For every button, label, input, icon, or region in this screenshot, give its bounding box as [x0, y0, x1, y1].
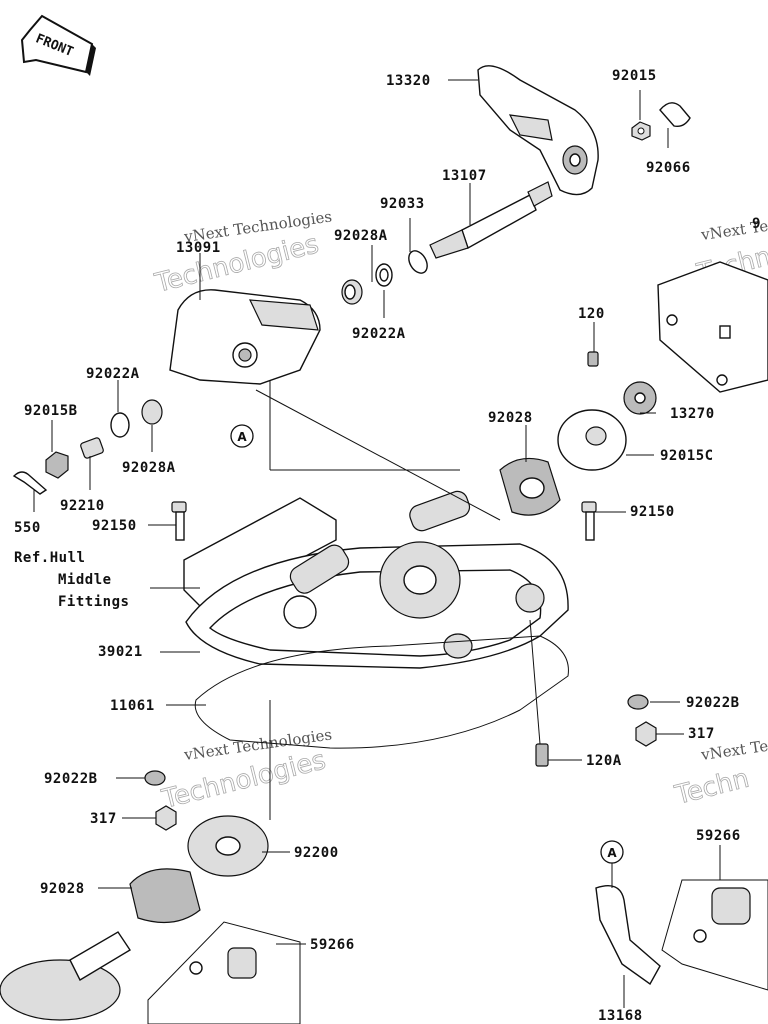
part-92028A-bushing	[341, 279, 363, 305]
part-317-nut-right	[635, 721, 657, 747]
part-13168-bracket	[595, 885, 661, 986]
part-label: 92022A	[352, 326, 406, 342]
part-label: 13168	[598, 1008, 643, 1024]
part-label: 59266	[696, 828, 741, 844]
part-label: 92015	[612, 68, 657, 84]
part-13091-housing	[169, 289, 321, 385]
part-bracket	[183, 497, 337, 611]
part-92200-washer	[187, 815, 269, 877]
part-92028A-bushing-left	[141, 399, 163, 425]
part-drive-shaft	[0, 931, 131, 1021]
svg-text:Ref.Hull: Ref.Hull	[14, 550, 85, 566]
part-92066-clip	[659, 102, 691, 128]
part-label: 92015B	[24, 403, 78, 419]
part-label: 92066	[646, 160, 691, 176]
part-label: 59266	[310, 937, 355, 953]
part-label: 39021	[98, 644, 143, 660]
part-92022B-washer-left	[144, 770, 166, 786]
svg-text:Techn: Techn	[671, 764, 752, 811]
part-label: 92028	[40, 881, 85, 897]
svg-text:A: A	[237, 430, 247, 444]
ref-hull-note: Ref.Hull Middle Fittings	[14, 550, 129, 610]
part-label: 13107	[442, 168, 487, 184]
part-labels: 13320 92015 92066 13107 92033 92028A 130…	[14, 68, 761, 1024]
part-92028-rubber	[499, 457, 561, 516]
part-92150-bolt-right	[581, 501, 597, 541]
part-label: 13320	[386, 73, 431, 89]
part-59266-bottom	[147, 921, 301, 1024]
part-label: 92028A	[334, 228, 388, 244]
front-arrow-icon: FRONT	[20, 14, 96, 76]
part-39021-housing	[185, 490, 569, 669]
svg-text:A: A	[607, 846, 617, 860]
part-label: 317	[90, 811, 117, 827]
part-label: 92022B	[44, 771, 98, 787]
part-label: 11061	[110, 698, 155, 714]
part-label: 92022B	[686, 695, 740, 711]
part-92022A-washer-left	[110, 412, 130, 438]
part-label: 13091	[176, 240, 221, 256]
part-label: 92022A	[86, 366, 140, 382]
callout-a-bottom: A	[600, 840, 624, 864]
part-92210-plug	[80, 437, 104, 459]
part-label: 550	[14, 520, 41, 536]
part-13270-plate	[623, 261, 768, 415]
part-11061-gasket	[194, 635, 569, 749]
part-label: 13270	[670, 406, 715, 422]
part-550-pin	[12, 471, 48, 495]
part-92015-nut	[631, 121, 651, 141]
svg-text:Fittings: Fittings	[58, 594, 129, 610]
part-92033-ring	[408, 250, 428, 274]
part-label: 92200	[294, 845, 339, 861]
part-label: 9	[752, 216, 761, 232]
part-92015C-disc	[557, 409, 627, 471]
part-label: 120A	[586, 753, 622, 769]
part-label: 92150	[630, 504, 675, 520]
part-92022A-washer	[375, 263, 393, 287]
callout-a-top: A	[230, 424, 254, 448]
part-13107-shaft	[429, 181, 553, 259]
part-label: 120	[578, 306, 605, 322]
part-13320-drawing	[477, 65, 599, 196]
part-59266-right	[661, 879, 768, 991]
part-92015B-nut	[45, 451, 69, 479]
part-label: 92150	[92, 518, 137, 534]
watermark-4: vNext Te Techn	[671, 737, 768, 812]
part-120-bolt	[587, 351, 599, 367]
part-label: 92210	[60, 498, 105, 514]
part-92022B-washer-right	[627, 694, 649, 710]
part-label: 92028	[488, 410, 533, 426]
part-label: 92028A	[122, 460, 176, 476]
part-92150-bolt-left	[171, 501, 187, 541]
part-92028-rubber-bottom	[129, 868, 201, 924]
part-label: 317	[688, 726, 715, 742]
part-label: 92033	[380, 196, 425, 212]
part-317-nut-left	[155, 805, 177, 831]
watermark-3: vNext Technologies Technologies	[158, 725, 333, 815]
leader-lines	[33, 79, 721, 1008]
part-label: 92015C	[660, 448, 714, 464]
part-120A-bolt	[535, 743, 549, 767]
svg-text:Middle: Middle	[58, 572, 112, 588]
